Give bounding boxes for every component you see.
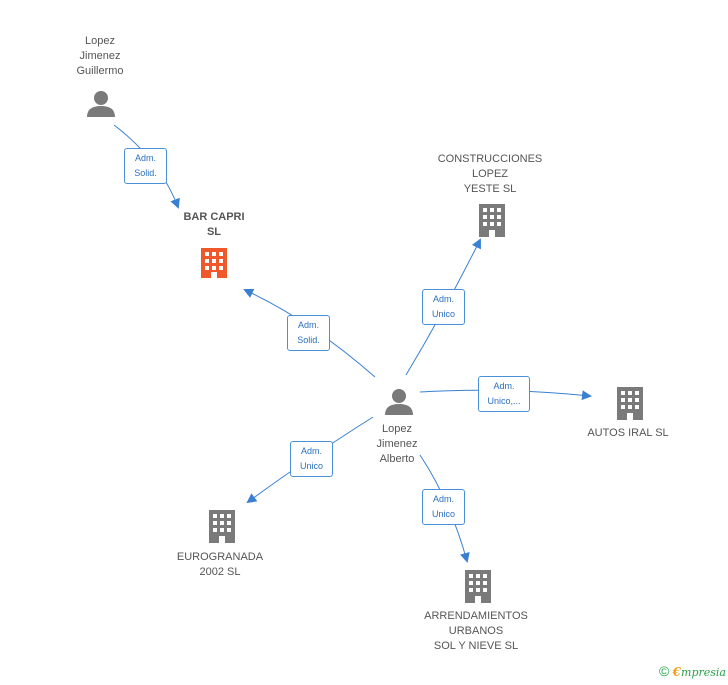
building-icon <box>617 387 643 420</box>
node-label-arrendamientos[interactable]: ARRENDAMIENTOS URBANOS SOL Y NIEVE SL <box>424 610 528 652</box>
node-label-construcciones[interactable]: CONSTRUCCIONES LOPEZ YESTE SL <box>437 153 543 195</box>
brand-name: mpresia <box>681 666 726 679</box>
node-label-autos-iral[interactable]: AUTOS IRAL SL <box>587 427 669 439</box>
edge-label-alberto-construcciones[interactable]: Adm. Unico <box>422 289 465 325</box>
brand-logo-initial: € <box>672 665 682 679</box>
edge-label-guillermo-bar-capri[interactable]: Adm. Solid. <box>124 148 167 184</box>
building-icon <box>465 570 491 603</box>
copyright-symbol: © <box>659 663 670 679</box>
node-label-guillermo[interactable]: Lopez Jimenez Guillermo <box>76 35 124 77</box>
edge-label-alberto-bar-capri[interactable]: Adm. Solid. <box>287 315 330 351</box>
edge-label-alberto-autos-iral[interactable]: Adm. Unico,... <box>478 376 530 412</box>
edge-label-alberto-arrendamientos[interactable]: Adm. Unico <box>422 489 465 525</box>
node-label-bar-capri[interactable]: BAR CAPRI SL <box>183 211 245 238</box>
building-icon <box>201 248 227 278</box>
person-icon <box>385 389 413 415</box>
node-label-alberto[interactable]: Lopez Jimenez Alberto <box>376 423 418 465</box>
building-icon <box>479 204 505 237</box>
building-icon <box>209 510 235 543</box>
node-label-eurogranada[interactable]: EUROGRANADA 2002 SL <box>176 551 264 578</box>
copyright-footer: © €mpresia <box>659 663 726 679</box>
person-icon <box>87 91 115 117</box>
edge-label-alberto-eurogranada[interactable]: Adm. Unico <box>290 441 333 477</box>
